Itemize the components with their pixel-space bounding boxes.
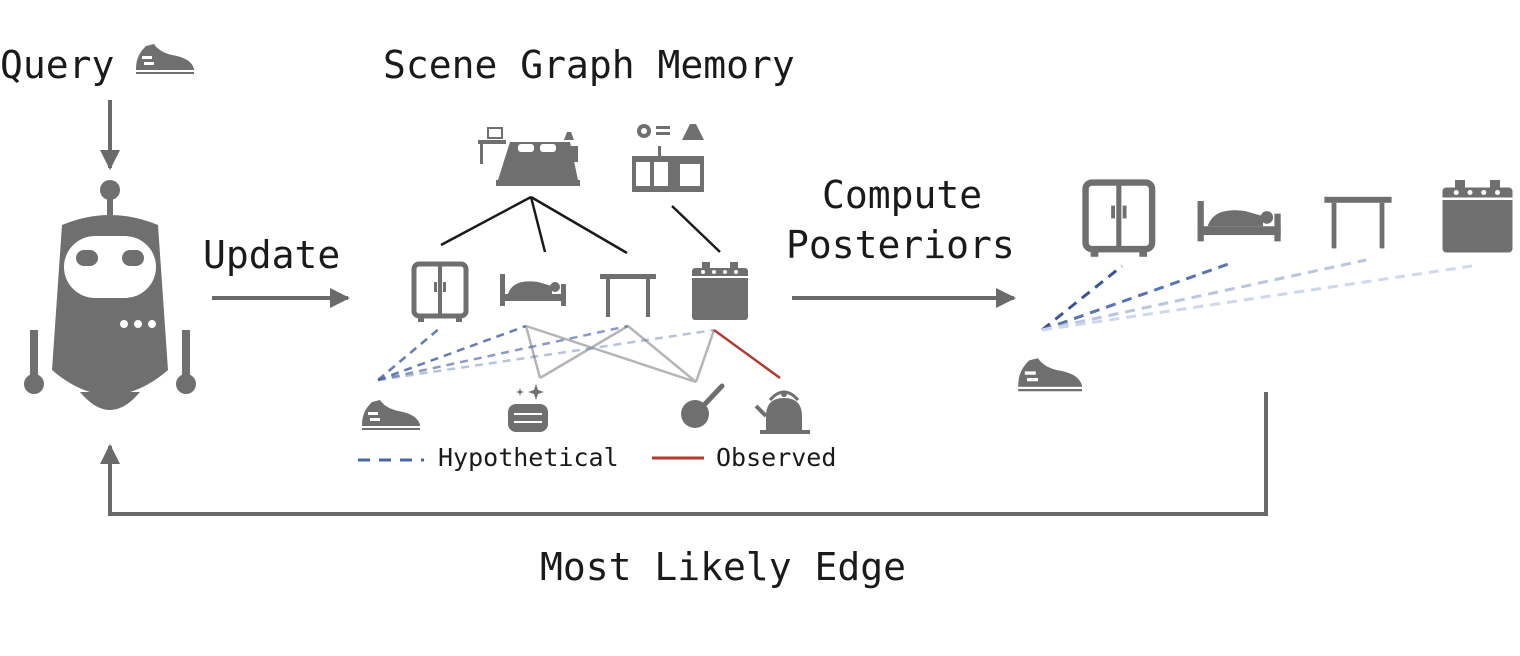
wardrobe-icon — [1086, 183, 1153, 257]
sneaker-icon — [136, 44, 194, 74]
feedback-arrow — [100, 392, 1268, 516]
table-icon — [600, 274, 656, 317]
compute-posteriors-label-line2: Posteriors — [786, 223, 1015, 267]
hypothetical-edges — [377, 324, 715, 382]
legend-observed-label: Observed — [716, 443, 836, 472]
observed-edge — [713, 328, 781, 380]
edge-bedroom-wardrobe — [440, 195, 532, 247]
stove-icon — [1442, 180, 1513, 253]
wardrobe-icon — [414, 264, 466, 322]
edge-kitchen-stove — [671, 205, 721, 253]
compute-posteriors-label-line1: Compute — [822, 173, 982, 217]
update-label: Update — [203, 233, 340, 277]
sneaker-icon — [1018, 358, 1082, 392]
kitchen-icon — [632, 124, 704, 192]
candidate-edges — [524, 324, 716, 384]
legend-hypothetical-label: Hypothetical — [438, 443, 619, 472]
most-likely-edge-label: Most Likely Edge — [540, 545, 906, 589]
towel-icon — [508, 384, 548, 432]
bedroom-icon — [478, 127, 580, 186]
stove-icon — [692, 262, 748, 320]
query-label: Query — [0, 43, 114, 87]
table-icon — [1324, 196, 1392, 249]
sneaker-icon — [362, 400, 420, 430]
edge-bedroom-bed — [529, 196, 547, 253]
edge-bedroom-table — [530, 195, 628, 255]
posterior-edges — [1041, 258, 1473, 332]
scene-graph-memory-title: Scene Graph Memory — [383, 43, 795, 87]
kettle-icon — [754, 390, 810, 434]
robot-icon — [24, 180, 196, 410]
bed-icon — [500, 274, 566, 306]
bed-icon — [1197, 201, 1281, 242]
pan-icon — [681, 383, 725, 428]
